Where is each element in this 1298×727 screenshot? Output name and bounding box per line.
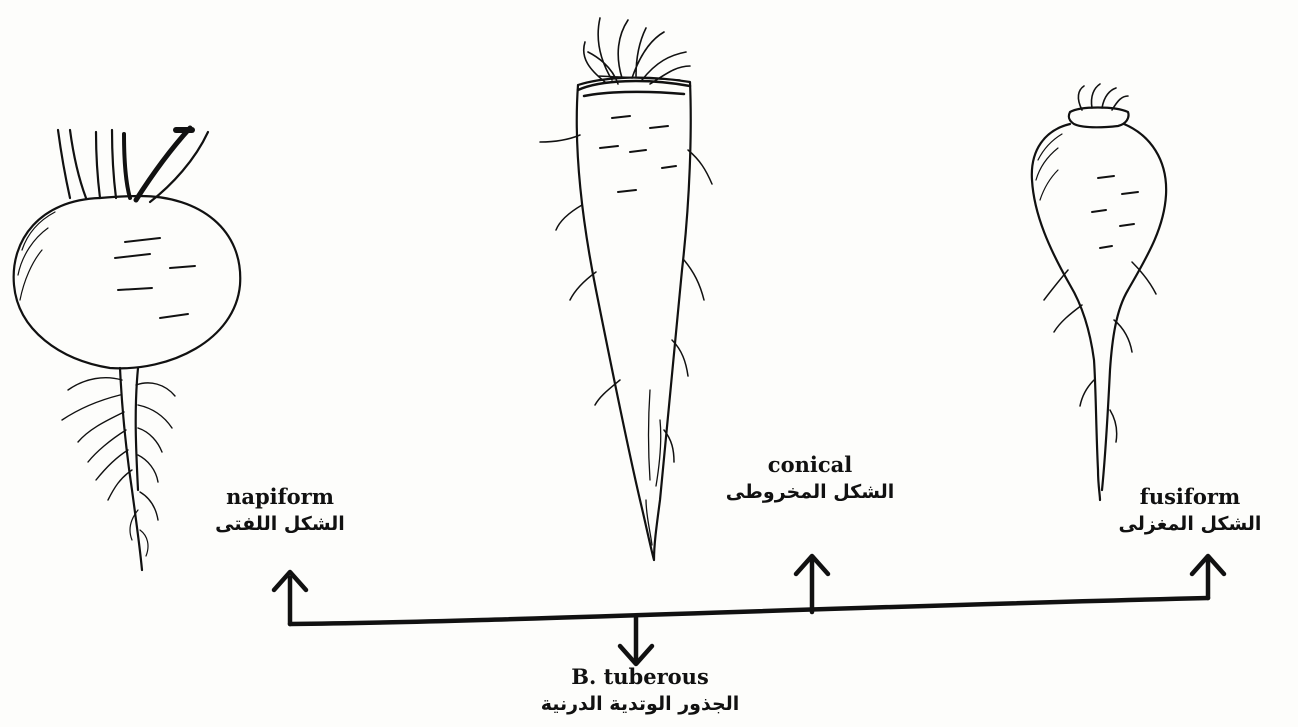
napiform-leaf-stalk: [70, 130, 86, 198]
fusiform-label-en: fusiform: [1090, 484, 1290, 510]
fusiform-crown-tuft: [1078, 84, 1128, 110]
fusiform-crown: [1069, 108, 1129, 128]
napiform-taproot: [136, 368, 138, 490]
fusiform-label-ar: الشكل المغزلى: [1090, 510, 1290, 538]
fusiform-label: fusiform الشكل المغزلى: [1090, 484, 1290, 538]
tuberous-label: B. tuberous الجذور الوتدية الدرنية: [510, 664, 770, 718]
conical-body: [577, 78, 691, 560]
fusiform-body: [1102, 124, 1166, 490]
conical-crown: [578, 81, 690, 96]
napiform-surface-mark: [125, 238, 160, 242]
connector-lines: [274, 556, 1224, 664]
napiform-surface-mark: [170, 266, 195, 268]
napiform-label: napiform الشكل اللفتى: [170, 484, 390, 538]
horizontal-connector: [290, 598, 1208, 624]
napiform-label-en: napiform: [170, 484, 390, 510]
conical-label-en: conical: [700, 452, 920, 478]
conical-leaf-tuft: [584, 18, 690, 84]
napiform-surface-mark: [160, 314, 188, 318]
fusiform-body: [1032, 124, 1100, 500]
fusiform-root-illustration: [1032, 84, 1166, 500]
conical-label: conical الشكل المخروطى: [700, 452, 920, 506]
napiform-leaf-stalk: [124, 134, 130, 198]
napiform-leaf-stalk: [112, 130, 116, 198]
fusiform-surface-mark: [1092, 176, 1138, 248]
tuberous-label-ar: الجذور الوتدية الدرنية: [510, 690, 770, 718]
tuberous-label-en: B. tuberous: [510, 664, 770, 690]
fusiform-rootlet: [1110, 262, 1156, 442]
napiform-leaf-stalk: [58, 130, 70, 198]
conical-surface-mark: [600, 116, 676, 192]
napiform-surface-mark: [118, 288, 152, 290]
napiform-label-ar: الشكل اللفتى: [170, 510, 390, 538]
napiform-leaf-stalk: [136, 128, 190, 200]
conical-label-ar: الشكل المخروطى: [700, 478, 920, 506]
conical-root-illustration: [540, 18, 712, 560]
fusiform-rootlet: [1044, 270, 1094, 406]
napiform-bulb: [14, 196, 241, 368]
napiform-surface-mark: [115, 254, 150, 258]
napiform-taproot: [120, 368, 142, 570]
conical-inner-vein: [646, 390, 661, 545]
napiform-bulb-shading: [18, 212, 55, 300]
napiform-leaf-stalk: [96, 132, 100, 198]
